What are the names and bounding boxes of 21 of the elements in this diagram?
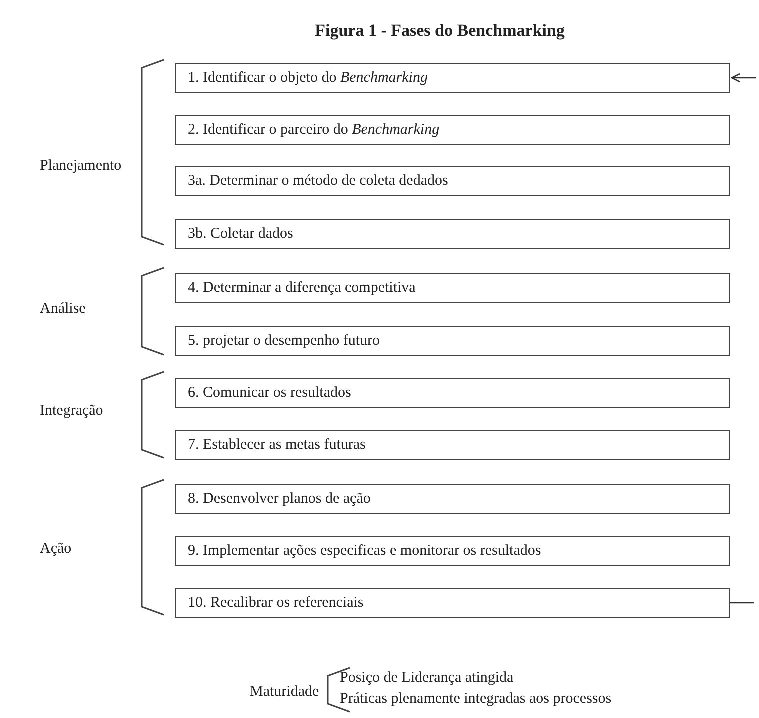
step-box: 9. Implementar ações especificas e monitorar os resultados	[175, 536, 730, 566]
step-box: 3b. Coletar dados	[175, 219, 730, 249]
step-box: 4. Determinar a diferença competitiva	[175, 273, 730, 303]
step-box: 3a. Determinar o método de coleta dedados	[175, 166, 730, 196]
phase-label: Planejamento	[40, 157, 122, 176]
step-box: 5. projetar o desempenho futuro	[175, 326, 730, 356]
phase-label: Maturidade	[250, 683, 320, 702]
step-box: 10. Recalibrar os referenciais	[175, 588, 730, 618]
outcome-text: Práticas plenamente integradas aos processos	[340, 690, 612, 709]
phase-label: Ação	[40, 540, 72, 559]
step-box: 2. Identificar o parceiro do Benchmarking	[175, 115, 730, 145]
step-box: 1. Identificar o objeto do Benchmarking	[175, 63, 730, 93]
arrow	[731, 73, 756, 83]
step-box: 6. Comunicar os resultados	[175, 378, 730, 408]
line-stub	[730, 602, 754, 604]
step-box: 8. Desenvolver planos de ação	[175, 484, 730, 514]
outcome-text: Posiço de Liderança atingida	[340, 669, 514, 688]
phase-label: Integração	[40, 402, 104, 421]
phase-label: Análise	[40, 300, 86, 319]
step-box: 7. Establecer as metas futuras	[175, 430, 730, 460]
figure-title: Figura 1 - Fases do Benchmarking	[314, 20, 566, 42]
